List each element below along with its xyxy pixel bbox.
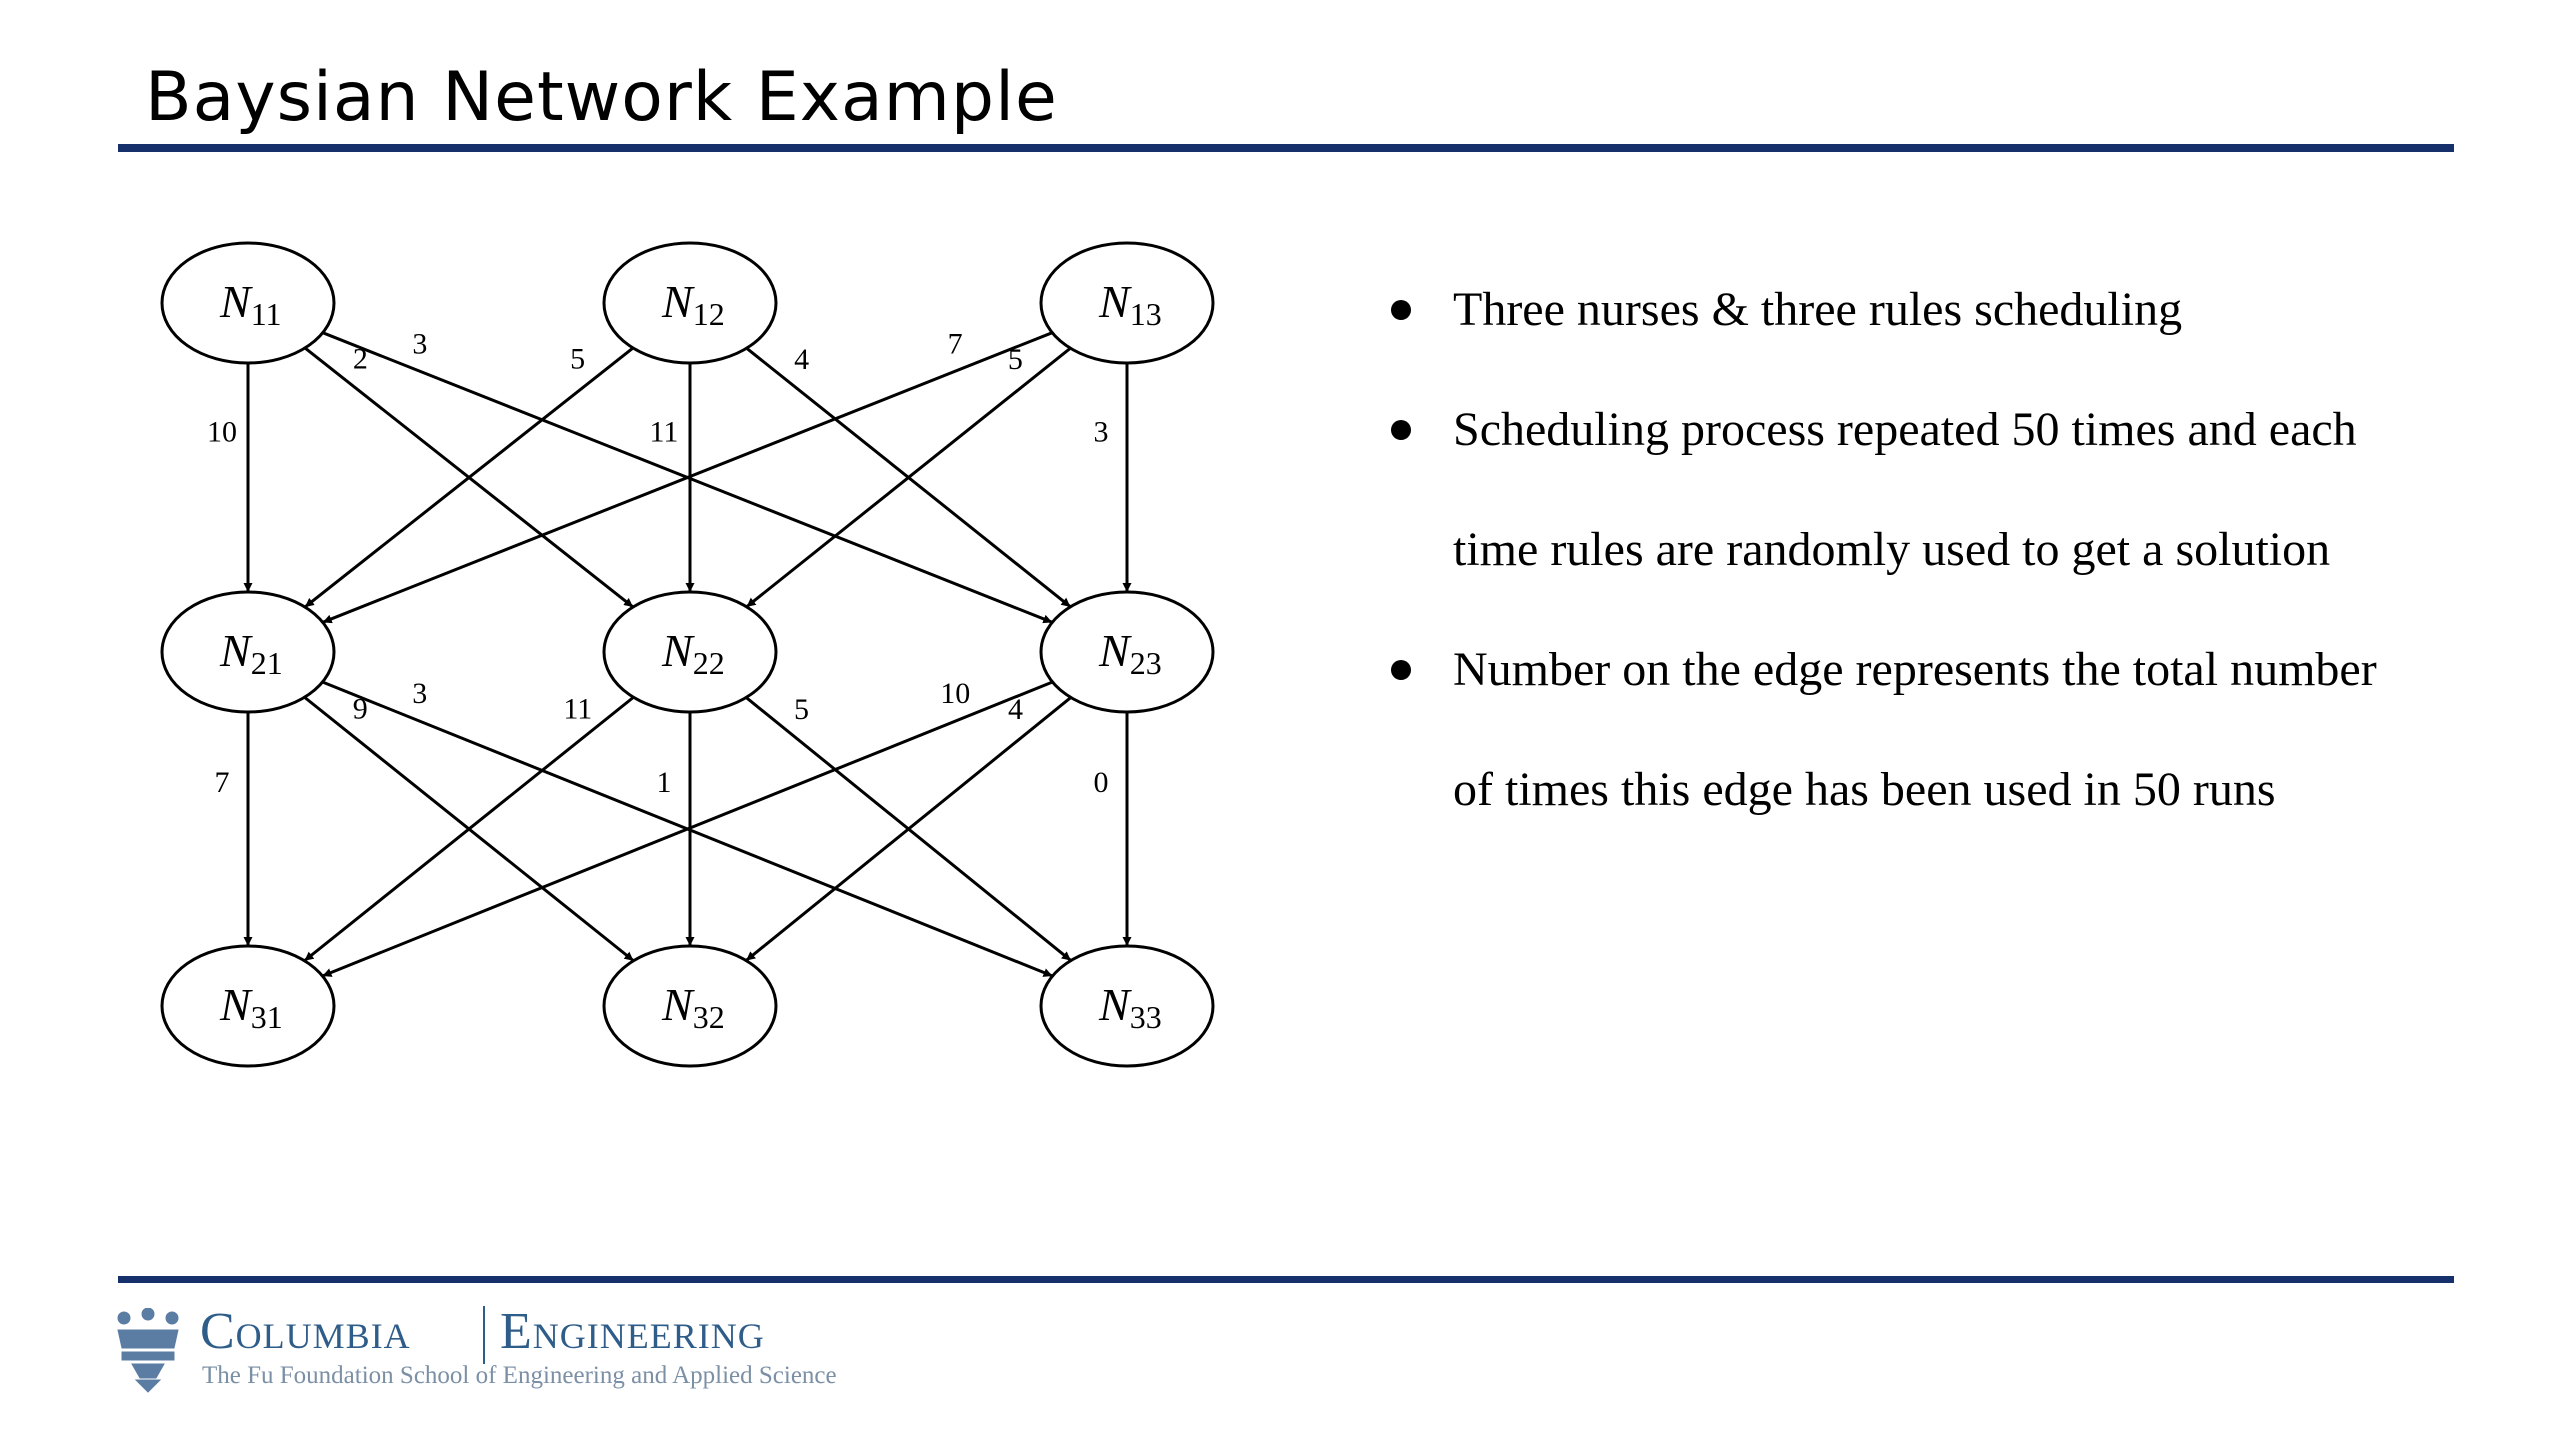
slide-title: Baysian Network Example (145, 58, 1058, 137)
edge-weight-label: 0 (1094, 766, 1109, 799)
edge-weight-label: 11 (563, 693, 592, 726)
edge-weight-label: 3 (1094, 416, 1109, 449)
node-N33: N33 (1039, 944, 1215, 1068)
bullet-text-continued: time rules are randomly used to get a so… (1453, 523, 2331, 576)
logo-name-engineering: Engineering (500, 1303, 765, 1360)
edge-N12-N21 (304, 346, 634, 609)
node-ellipse (1039, 944, 1215, 1068)
edge-weight-label: 4 (1008, 693, 1023, 726)
edge-weight-label: 5 (1008, 343, 1023, 376)
edge-N23-N31 (321, 680, 1054, 978)
node-ellipse (160, 590, 336, 714)
bullet-text: Scheduling process repeated 50 times and… (1453, 403, 2357, 456)
logo-name-columbia: Columbia (200, 1303, 411, 1360)
node-N11: N11 (160, 241, 336, 365)
bullet-icon (1391, 420, 1411, 440)
footer-divider (118, 1276, 2454, 1283)
node-N13: N13 (1039, 241, 1215, 365)
edge-weight-label: 1 (657, 766, 672, 799)
node-label: N32 (661, 979, 725, 1035)
node-ellipse (160, 241, 336, 365)
node-ellipse (602, 944, 778, 1068)
node-label: N13 (1098, 276, 1162, 332)
bullet-list: Three nurses & three rules scheduling Sc… (1385, 250, 2465, 850)
node-ellipse (1039, 590, 1215, 714)
node-label: N22 (661, 625, 725, 681)
node-N22: N22 (602, 590, 778, 714)
node-N12: N12 (602, 241, 778, 365)
edge-weight-label: 3 (412, 677, 427, 710)
title-divider (118, 144, 2454, 152)
edge-weight-label: 11 (650, 416, 679, 449)
node-ellipse (160, 944, 336, 1068)
node-label: N31 (219, 979, 283, 1035)
edge-N13-N21 (322, 331, 1053, 624)
edge-weight-label: 5 (570, 343, 585, 376)
edge-N22-N31 (303, 696, 635, 962)
edge-weight-label: 10 (207, 416, 237, 449)
edge-weight-label: 9 (353, 693, 368, 726)
node-ellipse (602, 241, 778, 365)
edge-weight-label: 5 (794, 693, 809, 726)
node-ellipse (602, 590, 778, 714)
bullet-icon (1391, 660, 1411, 680)
bullet-text-continued: of times this edge has been used in 50 r… (1453, 763, 2276, 816)
node-N21: N21 (160, 590, 336, 714)
edge-weight-label: 7 (215, 766, 230, 799)
node-label: N12 (661, 276, 725, 332)
edge-weight-label: 3 (412, 327, 427, 360)
bullet-text: Number on the edge represents the total … (1453, 643, 2377, 696)
node-N32: N32 (602, 944, 778, 1068)
node-ellipse (1039, 241, 1215, 365)
logo-tagline: The Fu Foundation School of Engineering … (202, 1362, 837, 1389)
edge-weight-label: 2 (353, 343, 368, 376)
node-label: N23 (1098, 625, 1162, 681)
bullet-icon (1391, 300, 1411, 320)
crown-icon (117, 1308, 179, 1393)
edge-weight-label: 10 (940, 677, 970, 710)
columbia-engineering-logo: Columbia Engineering The Fu Foundation S… (112, 1300, 872, 1400)
bullet-item: Scheduling process repeated 50 times and… (1385, 370, 2465, 610)
bullet-item: Three nurses & three rules scheduling (1385, 250, 2465, 370)
bullet-item: Number on the edge represents the total … (1385, 610, 2465, 850)
node-N23: N23 (1039, 590, 1215, 714)
edge-weight-label: 4 (794, 343, 809, 376)
node-label: N11 (219, 276, 282, 332)
logo-separator (483, 1306, 485, 1364)
edge-N13-N22 (745, 347, 1072, 608)
node-N31: N31 (160, 944, 336, 1068)
node-label: N21 (219, 625, 283, 681)
edge-weight-label: 7 (948, 327, 963, 360)
bullet-text: Three nurses & three rules scheduling (1453, 283, 2183, 336)
node-label: N33 (1098, 979, 1162, 1035)
edge-N23-N32 (745, 696, 1072, 962)
